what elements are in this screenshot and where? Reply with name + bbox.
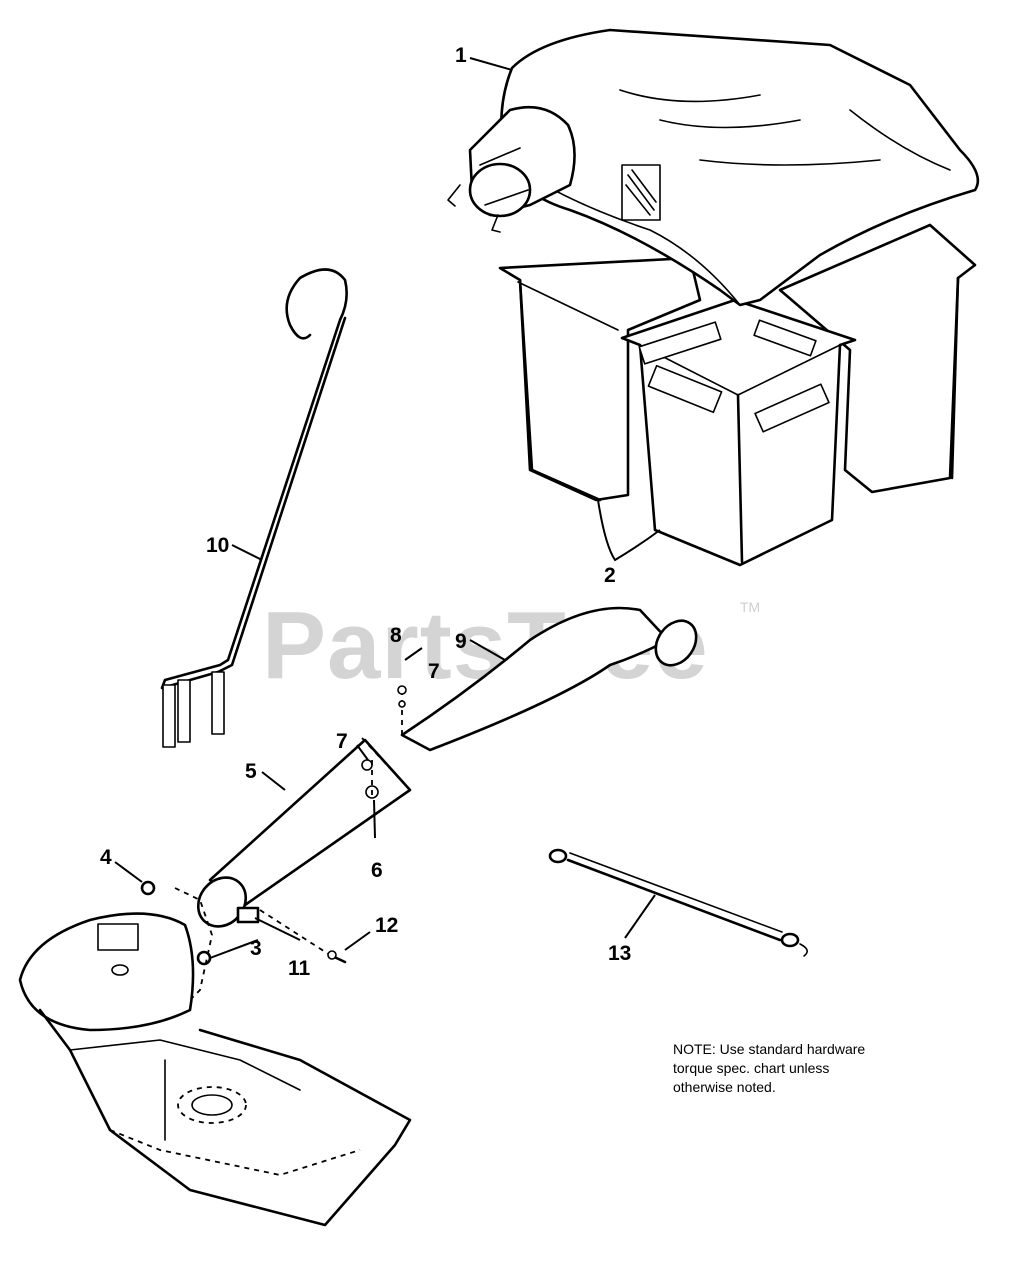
callout-7-lower: 7 <box>336 730 348 753</box>
hardware-note: NOTE: Use standard hardware torque spec.… <box>673 1041 866 1095</box>
watermark-trademark: TM <box>740 599 760 615</box>
callout-3: 3 <box>250 937 262 960</box>
callout-9: 9 <box>455 630 467 653</box>
callout-13: 13 <box>608 942 631 965</box>
callout-2: 2 <box>604 564 616 587</box>
callout-5: 5 <box>245 760 257 783</box>
callouts: 1 2 3 4 5 6 7 7 8 9 10 11 12 13 <box>100 44 631 980</box>
callout-10: 10 <box>206 534 229 557</box>
callout-8: 8 <box>390 624 402 647</box>
part-bags <box>498 223 977 567</box>
part-cover <box>447 28 980 307</box>
callout-leaders <box>114 57 661 959</box>
part-bolt <box>327 950 347 964</box>
mower-deck <box>18 887 412 1227</box>
part-hook <box>160 268 348 748</box>
part-elbow-tube <box>400 606 698 752</box>
part-straight-tube <box>196 737 412 928</box>
callout-1: 1 <box>455 44 467 67</box>
callout-12: 12 <box>375 914 398 937</box>
callout-7-upper: 7 <box>428 660 440 683</box>
callout-4: 4 <box>100 846 112 869</box>
part-strap <box>548 848 808 957</box>
callout-11: 11 <box>288 957 311 980</box>
part-bracket <box>236 906 331 956</box>
callout-6: 6 <box>371 859 383 882</box>
